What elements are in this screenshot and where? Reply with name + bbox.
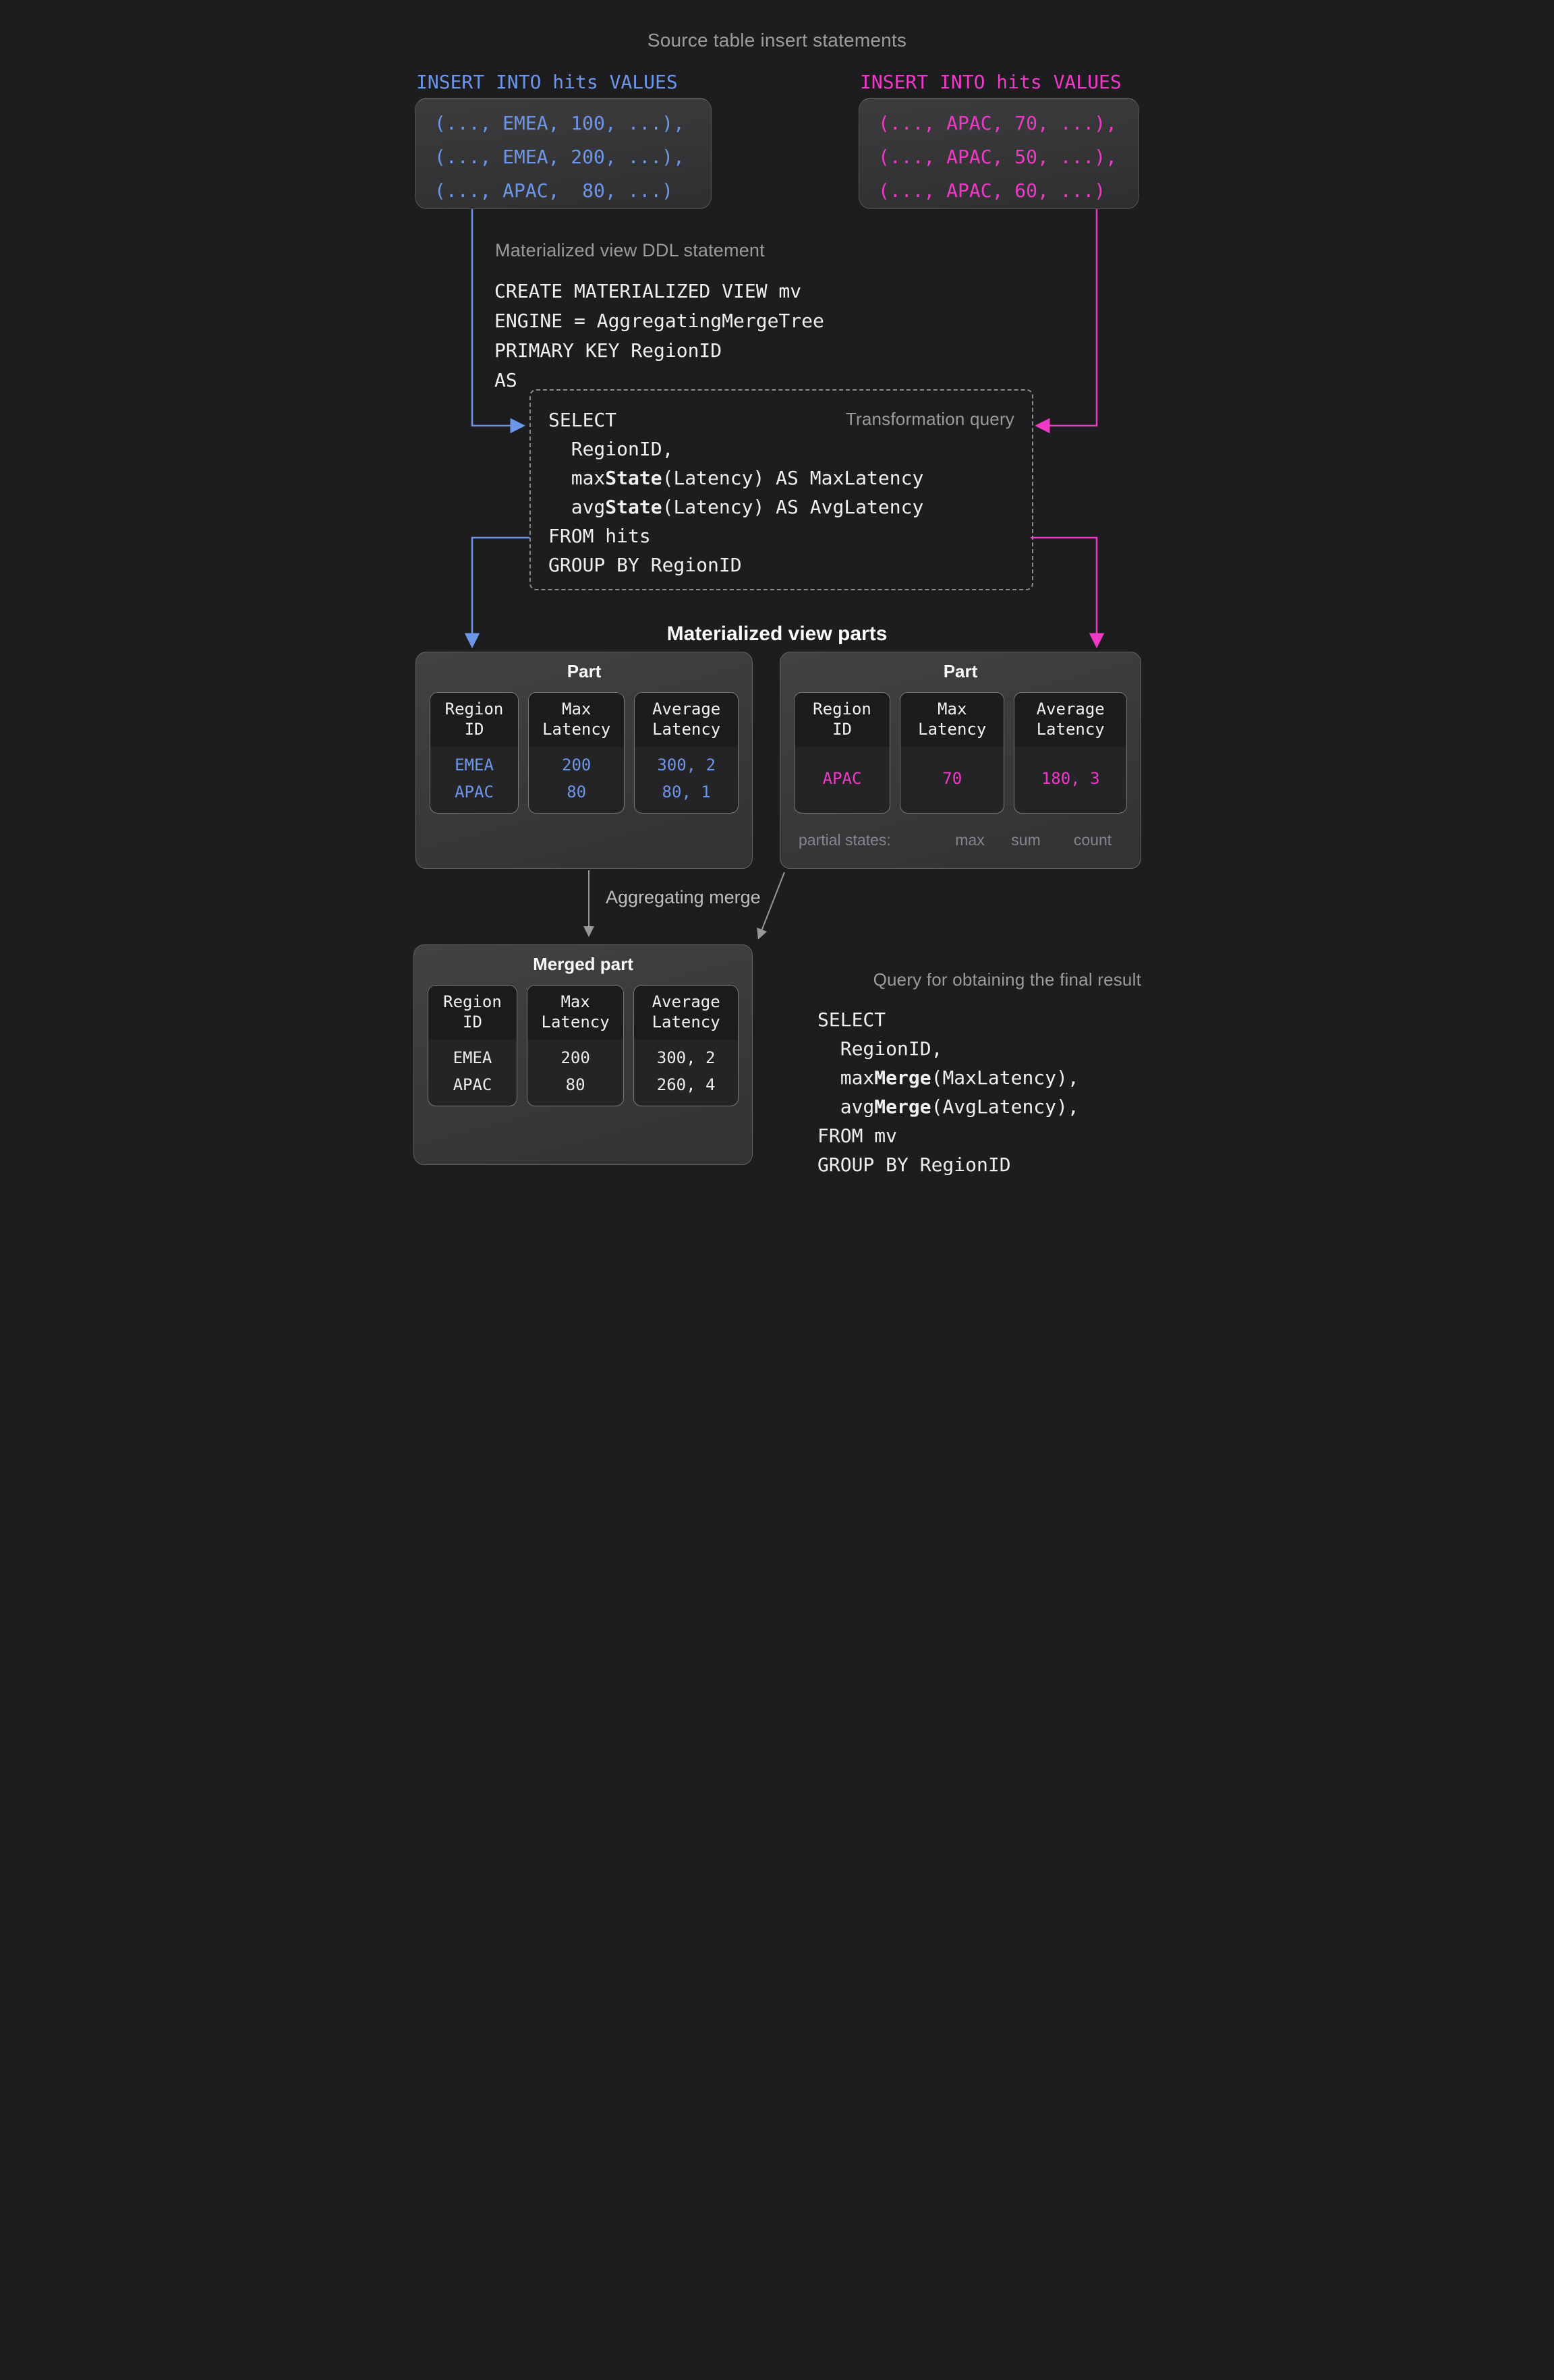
partial-states-label: partial states: — [799, 831, 891, 849]
arrow-insert-right-to-query — [1035, 208, 1098, 434]
cell-value: APAC — [455, 782, 494, 801]
cell-value: APAC — [822, 769, 862, 788]
insert-left-header: INSERT INTO hits VALUES — [416, 71, 678, 93]
column-values: APAC — [795, 747, 890, 813]
code-line: AS — [494, 369, 517, 391]
cell-value: EMEA — [453, 1048, 492, 1068]
code-line: (..., APAC, 80, ...) — [434, 179, 674, 202]
column-values: 300, 2 260, 4 — [634, 1040, 738, 1106]
insert-right-box: (..., APAC, 70, ...), (..., APAC, 50, ...… — [859, 98, 1139, 209]
column-values: 70 — [900, 747, 1004, 813]
code-line: GROUP BY RegionID — [817, 1154, 1011, 1176]
ddl-title: Materialized view DDL statement — [495, 240, 765, 260]
partial-state-sum: sum — [1011, 831, 1041, 849]
cell-value: 70 — [942, 769, 962, 788]
final-query-code: SELECT RegionID, maxMerge(MaxLatency), a… — [817, 1005, 1079, 1179]
final-query-title: Query for obtaining the final result — [873, 969, 1141, 990]
code-line: ENGINE = AggregatingMergeTree — [494, 310, 824, 332]
code-line: CREATE MATERIALIZED VIEW mv — [494, 280, 802, 302]
code-line: SELECT — [548, 409, 617, 431]
code-line: RegionID, — [817, 1038, 943, 1060]
code-line: (..., EMEA, 200, ...), — [434, 146, 685, 168]
code-line: avgState(Latency) AS AvgLatency — [548, 496, 924, 518]
parts-heading: Materialized view parts — [666, 623, 888, 645]
source-inserts-title: Source table insert statements — [647, 30, 907, 51]
code-line: FROM hits — [548, 525, 651, 547]
transformation-query-box — [529, 389, 1033, 590]
code-line: maxState(Latency) AS MaxLatency — [548, 467, 924, 489]
code-line: (..., APAC, 50, ...), — [878, 146, 1118, 168]
partial-state-count: count — [1073, 831, 1112, 849]
insert-left-code: (..., EMEA, 100, ...), (..., EMEA, 200, .… — [415, 98, 711, 208]
cell-value: 300, 2 — [656, 1048, 716, 1068]
code-line: (..., APAC, 60, ...) — [878, 179, 1106, 202]
code-line: (..., EMEA, 100, ...), — [434, 112, 685, 134]
ddl-code: CREATE MATERIALIZED VIEW mv ENGINE = Aggr… — [494, 277, 824, 395]
diagram-canvas: Source table insert statements INSERT IN… — [388, 0, 1166, 1190]
merged-part-title: Merged part — [533, 954, 633, 974]
code-line: PRIMARY KEY RegionID — [494, 339, 722, 362]
column-values: 300, 2 80, 1 — [635, 747, 738, 813]
cell-value: EMEA — [455, 756, 494, 775]
cell-value: 200 — [562, 756, 592, 775]
insert-left-box: (..., EMEA, 100, ...), (..., EMEA, 200, .… — [415, 98, 712, 209]
partial-state-max: max — [955, 831, 985, 849]
arrow-right-part-to-merged — [757, 872, 785, 940]
cell-value: 260, 4 — [656, 1075, 716, 1094]
cell-value: 200 — [560, 1048, 590, 1068]
cell-value: APAC — [453, 1075, 492, 1094]
code-line: SELECT — [817, 1009, 886, 1031]
cell-value: 300, 2 — [657, 756, 716, 775]
cell-value: 80, 1 — [662, 782, 711, 801]
transformation-title: Transformation query — [845, 409, 1014, 429]
cell-value: 80 — [567, 782, 587, 801]
aggregating-merge-label: Aggregating merge — [606, 887, 761, 907]
column-values: 180, 3 — [1014, 747, 1126, 813]
code-line: FROM mv — [817, 1125, 898, 1147]
code-line: RegionID, — [548, 438, 674, 460]
code-line: GROUP BY RegionID — [548, 554, 742, 576]
code-line: avgMerge(AvgLatency), — [817, 1096, 1079, 1118]
insert-right-code: (..., APAC, 70, ...), (..., APAC, 50, ...… — [859, 98, 1139, 208]
code-line: (..., APAC, 70, ...), — [878, 112, 1118, 134]
transformation-code: SELECT RegionID, maxState(Latency) AS Ma… — [548, 405, 923, 579]
part-right-title: Part — [943, 661, 978, 681]
column-values: EMEA APAC — [430, 747, 518, 813]
cell-value: 180, 3 — [1041, 769, 1100, 788]
cell-value: 80 — [565, 1075, 585, 1094]
code-line: maxMerge(MaxLatency), — [817, 1067, 1079, 1089]
insert-right-header: INSERT INTO hits VALUES — [860, 71, 1122, 93]
column-values: EMEA APAC — [428, 1040, 517, 1106]
part-left-title: Part — [567, 661, 602, 681]
